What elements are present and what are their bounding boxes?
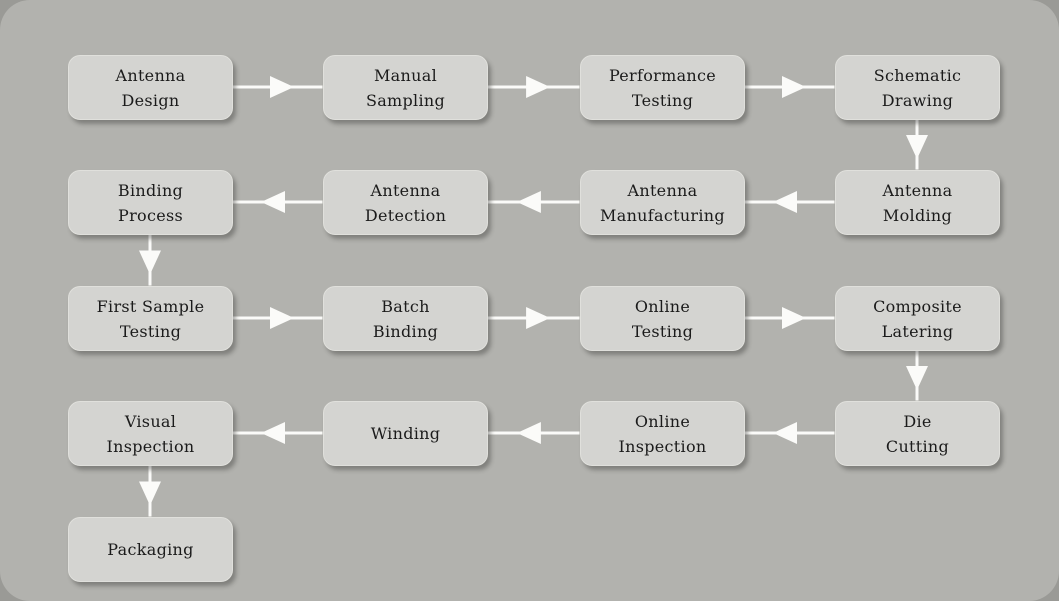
node-label-line: Cutting <box>885 436 950 456</box>
flow-node-antenna-manufacturing: Antenna Manufacturing <box>580 170 745 235</box>
node-label-line: Binding <box>372 321 439 341</box>
flow-node-visual-inspection: Visual Inspection <box>68 401 233 466</box>
flow-node-antenna-detection: Antenna Detection <box>323 170 488 235</box>
flow-node-manual-sampling: Manual Sampling <box>323 55 488 120</box>
flow-node-performance-testing: Performance Testing <box>580 55 745 120</box>
node-label-line: First Sample <box>96 296 205 316</box>
node-label-line: Molding <box>882 205 953 225</box>
node-label-line: Online <box>634 411 691 431</box>
node-label-line: Composite <box>873 296 962 316</box>
node-label-line: Packaging <box>107 540 194 559</box>
node-label-line: Design <box>121 90 180 110</box>
node-label-line: Sampling <box>365 90 446 110</box>
node-label-line: Inspection <box>106 436 195 456</box>
flow-node-antenna-molding: Antenna Molding <box>835 170 1000 235</box>
node-label-line: Manufacturing <box>600 205 725 225</box>
flow-node-composite-latering: Composite Latering <box>835 286 1000 351</box>
node-label-line: Antenna <box>115 65 186 85</box>
node-label-line: Testing <box>631 321 694 341</box>
node-label-line: Detection <box>364 205 447 225</box>
node-label-line: Manual <box>374 65 437 85</box>
node-label-line: Batch <box>381 296 430 316</box>
flow-node-winding: Winding <box>323 401 488 466</box>
node-label-line: Antenna <box>370 180 441 200</box>
node-label-line: Testing <box>631 90 694 110</box>
node-label-line: Inspection <box>618 436 707 456</box>
flow-node-online-testing: Online Testing <box>580 286 745 351</box>
node-label-line: Visual <box>124 411 177 431</box>
node-label-line: Binding <box>117 180 184 200</box>
flow-node-online-inspection: Online Inspection <box>580 401 745 466</box>
node-label-line: Drawing <box>881 90 954 110</box>
node-label-line: Winding <box>370 424 441 443</box>
flow-node-antenna-design: Antenna Design <box>68 55 233 120</box>
node-label-line: Schematic <box>873 65 962 85</box>
node-label-line: Die <box>903 411 932 431</box>
node-label-line: Online <box>634 296 691 316</box>
node-label-line: Process <box>118 205 183 225</box>
flow-node-die-cutting: Die Cutting <box>835 401 1000 466</box>
node-label-line: Performance <box>608 65 717 85</box>
flow-node-binding-process: Binding Process <box>68 170 233 235</box>
flow-node-first-sample-testing: First Sample Testing <box>68 286 233 351</box>
node-label-line: Latering <box>881 321 954 341</box>
flow-node-batch-binding: Batch Binding <box>323 286 488 351</box>
node-label-line: Antenna <box>882 180 953 200</box>
node-label-line: Testing <box>119 321 182 341</box>
flow-node-packaging: Packaging <box>68 517 233 582</box>
flow-node-schematic-drawing: Schematic Drawing <box>835 55 1000 120</box>
node-label-line: Antenna <box>627 180 698 200</box>
